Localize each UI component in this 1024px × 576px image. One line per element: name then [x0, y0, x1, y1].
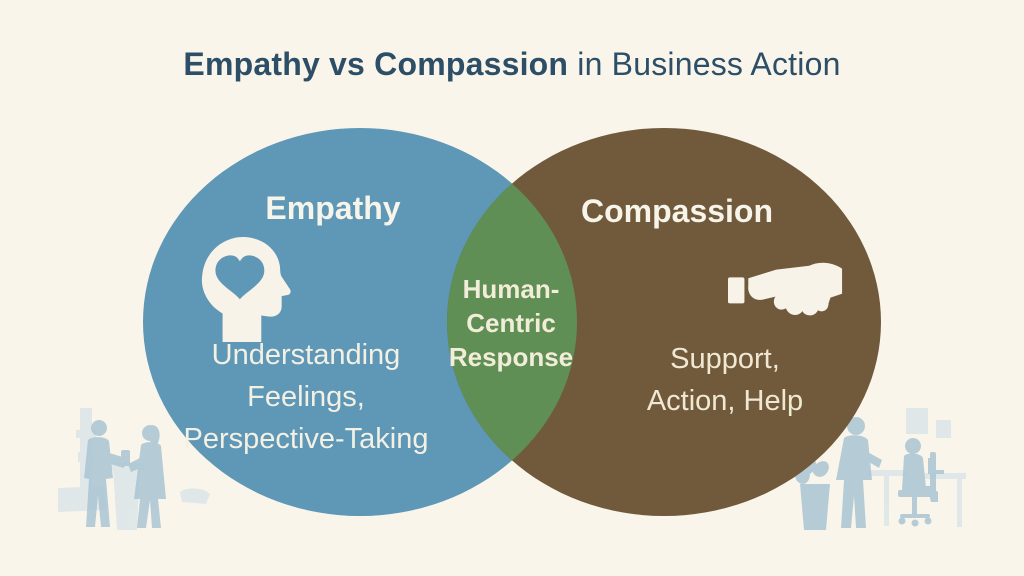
compassion-label: Compassion	[580, 193, 774, 229]
laptop-silhouette	[928, 458, 932, 472]
empathy-description: Understanding Feelings, Perspective-Taki…	[183, 339, 429, 455]
sitting-person-silhouette	[902, 453, 926, 490]
head-with-heart-icon	[201, 237, 291, 342]
page-title: Empathy vs Compassion in Business Action	[0, 46, 1024, 83]
empathy-label: Empathy	[265, 190, 401, 226]
title-highlight: Empathy vs Compassion	[183, 46, 569, 82]
person-silhouette	[847, 417, 865, 435]
compassion-description: Support, Action, Help	[646, 343, 804, 417]
people-talking-silhouette: .	[58, 408, 210, 530]
overlap-label: Human- Centric Response	[448, 274, 574, 372]
handshake-icon	[728, 262, 843, 316]
window-silhouette	[906, 408, 928, 434]
table-silhouette	[868, 470, 906, 476]
empathy-circle	[143, 128, 577, 516]
person-silhouette	[905, 438, 921, 454]
compassion-circle	[447, 128, 881, 516]
person-silhouette	[91, 420, 107, 436]
title-rest: in Business Action	[568, 46, 841, 82]
office-chair-silhouette	[898, 490, 932, 497]
lectern-silhouette	[113, 468, 140, 530]
